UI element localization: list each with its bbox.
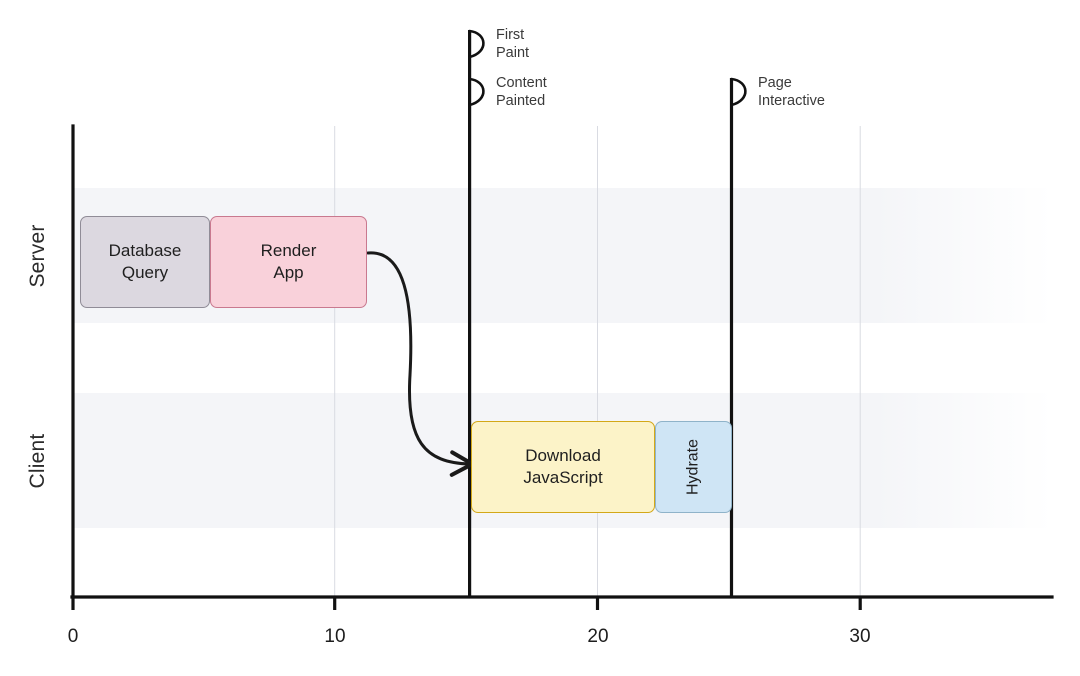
lane-label-server: Server <box>26 224 49 288</box>
milestone-label-page-interactive: Page Interactive <box>758 75 825 109</box>
x-tick-label-10: 10 <box>324 626 346 647</box>
transition-arrow <box>366 251 475 477</box>
flag-icon-content-painted <box>468 77 485 107</box>
flag-icon-first-paint <box>468 29 485 59</box>
flag-icon-page-interactive <box>730 77 747 107</box>
task-bar-database-query[interactable]: Database Query <box>80 216 210 308</box>
x-axis-ticks <box>71 597 862 610</box>
x-tick-label-20: 20 <box>587 626 609 647</box>
x-tick-label-30: 30 <box>849 626 871 647</box>
lane-label-client: Client <box>26 433 49 489</box>
task-bar-render-app[interactable]: Render App <box>210 216 367 308</box>
task-bar-hydrate[interactable]: Hydrate <box>655 421 732 513</box>
vertical-gridlines <box>97 126 1045 596</box>
x-tick-label-0: 0 <box>67 626 79 647</box>
task-bar-download-javascript[interactable]: Download JavaScript <box>471 421 655 513</box>
milestone-label-first-paint: First Paint <box>496 27 530 61</box>
axes <box>70 124 1054 610</box>
milestone-markers <box>468 29 747 597</box>
horizontal-gridlines <box>72 187 1052 529</box>
milestone-label-content-painted: Content Painted <box>496 75 547 109</box>
